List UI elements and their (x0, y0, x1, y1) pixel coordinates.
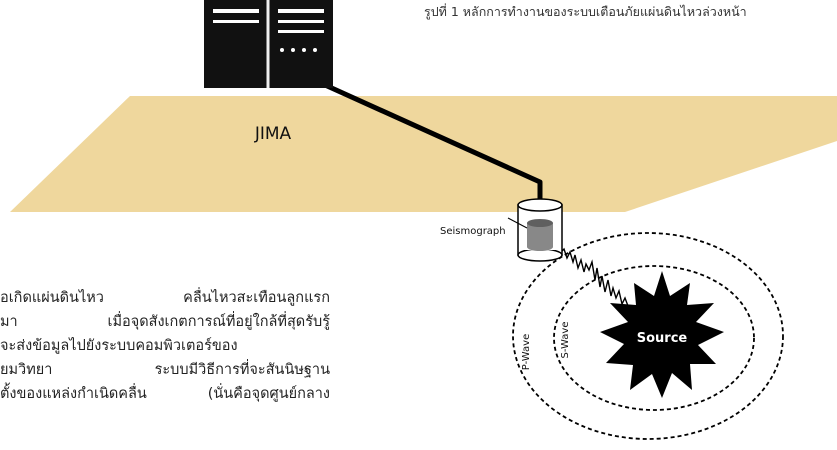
body-line: มา เมื่อจุดสังเกตการณ์ที่อยู่ใกล้ที่สุดร… (0, 314, 330, 330)
body-line: จะส่งข้อมูลไปยังระบบคอมพิวเตอร์ของ (0, 338, 238, 354)
body-line: ตั้งของแหล่งกำเนิดคลื่น (นั่นคือจุดศูนย์… (0, 386, 330, 402)
s-wave-label: S-Wave (560, 322, 571, 359)
seismograph-label: Seismograph (440, 226, 506, 237)
figure-caption: รูปที่ 1 หลักการทำงานของระบบเตือนภัยแผ่น… (424, 4, 747, 19)
source-label: Source (637, 331, 688, 346)
seismic-trace (544, 237, 647, 324)
server-icon (204, 0, 333, 88)
ground-plane (10, 96, 837, 212)
body-paragraph: อเกิดแผ่นดินไหว คลื่นไหวสะเทือนลูกแรก มา… (0, 286, 330, 406)
seismograph-icon (517, 198, 563, 262)
seismograph-pointer (507, 217, 528, 229)
source-burst (600, 271, 724, 398)
server-label: JIMA (254, 124, 292, 144)
body-line: ยมวิทยา ระบบมีวิธีการที่จะสันนิษฐาน (0, 362, 330, 378)
s-wave-ring (553, 265, 755, 411)
body-line: อเกิดแผ่นดินไหว คลื่นไหวสะเทือนลูกแรก (0, 290, 330, 306)
p-wave-label: P-Wave (521, 334, 532, 370)
p-wave-ring (512, 232, 784, 440)
